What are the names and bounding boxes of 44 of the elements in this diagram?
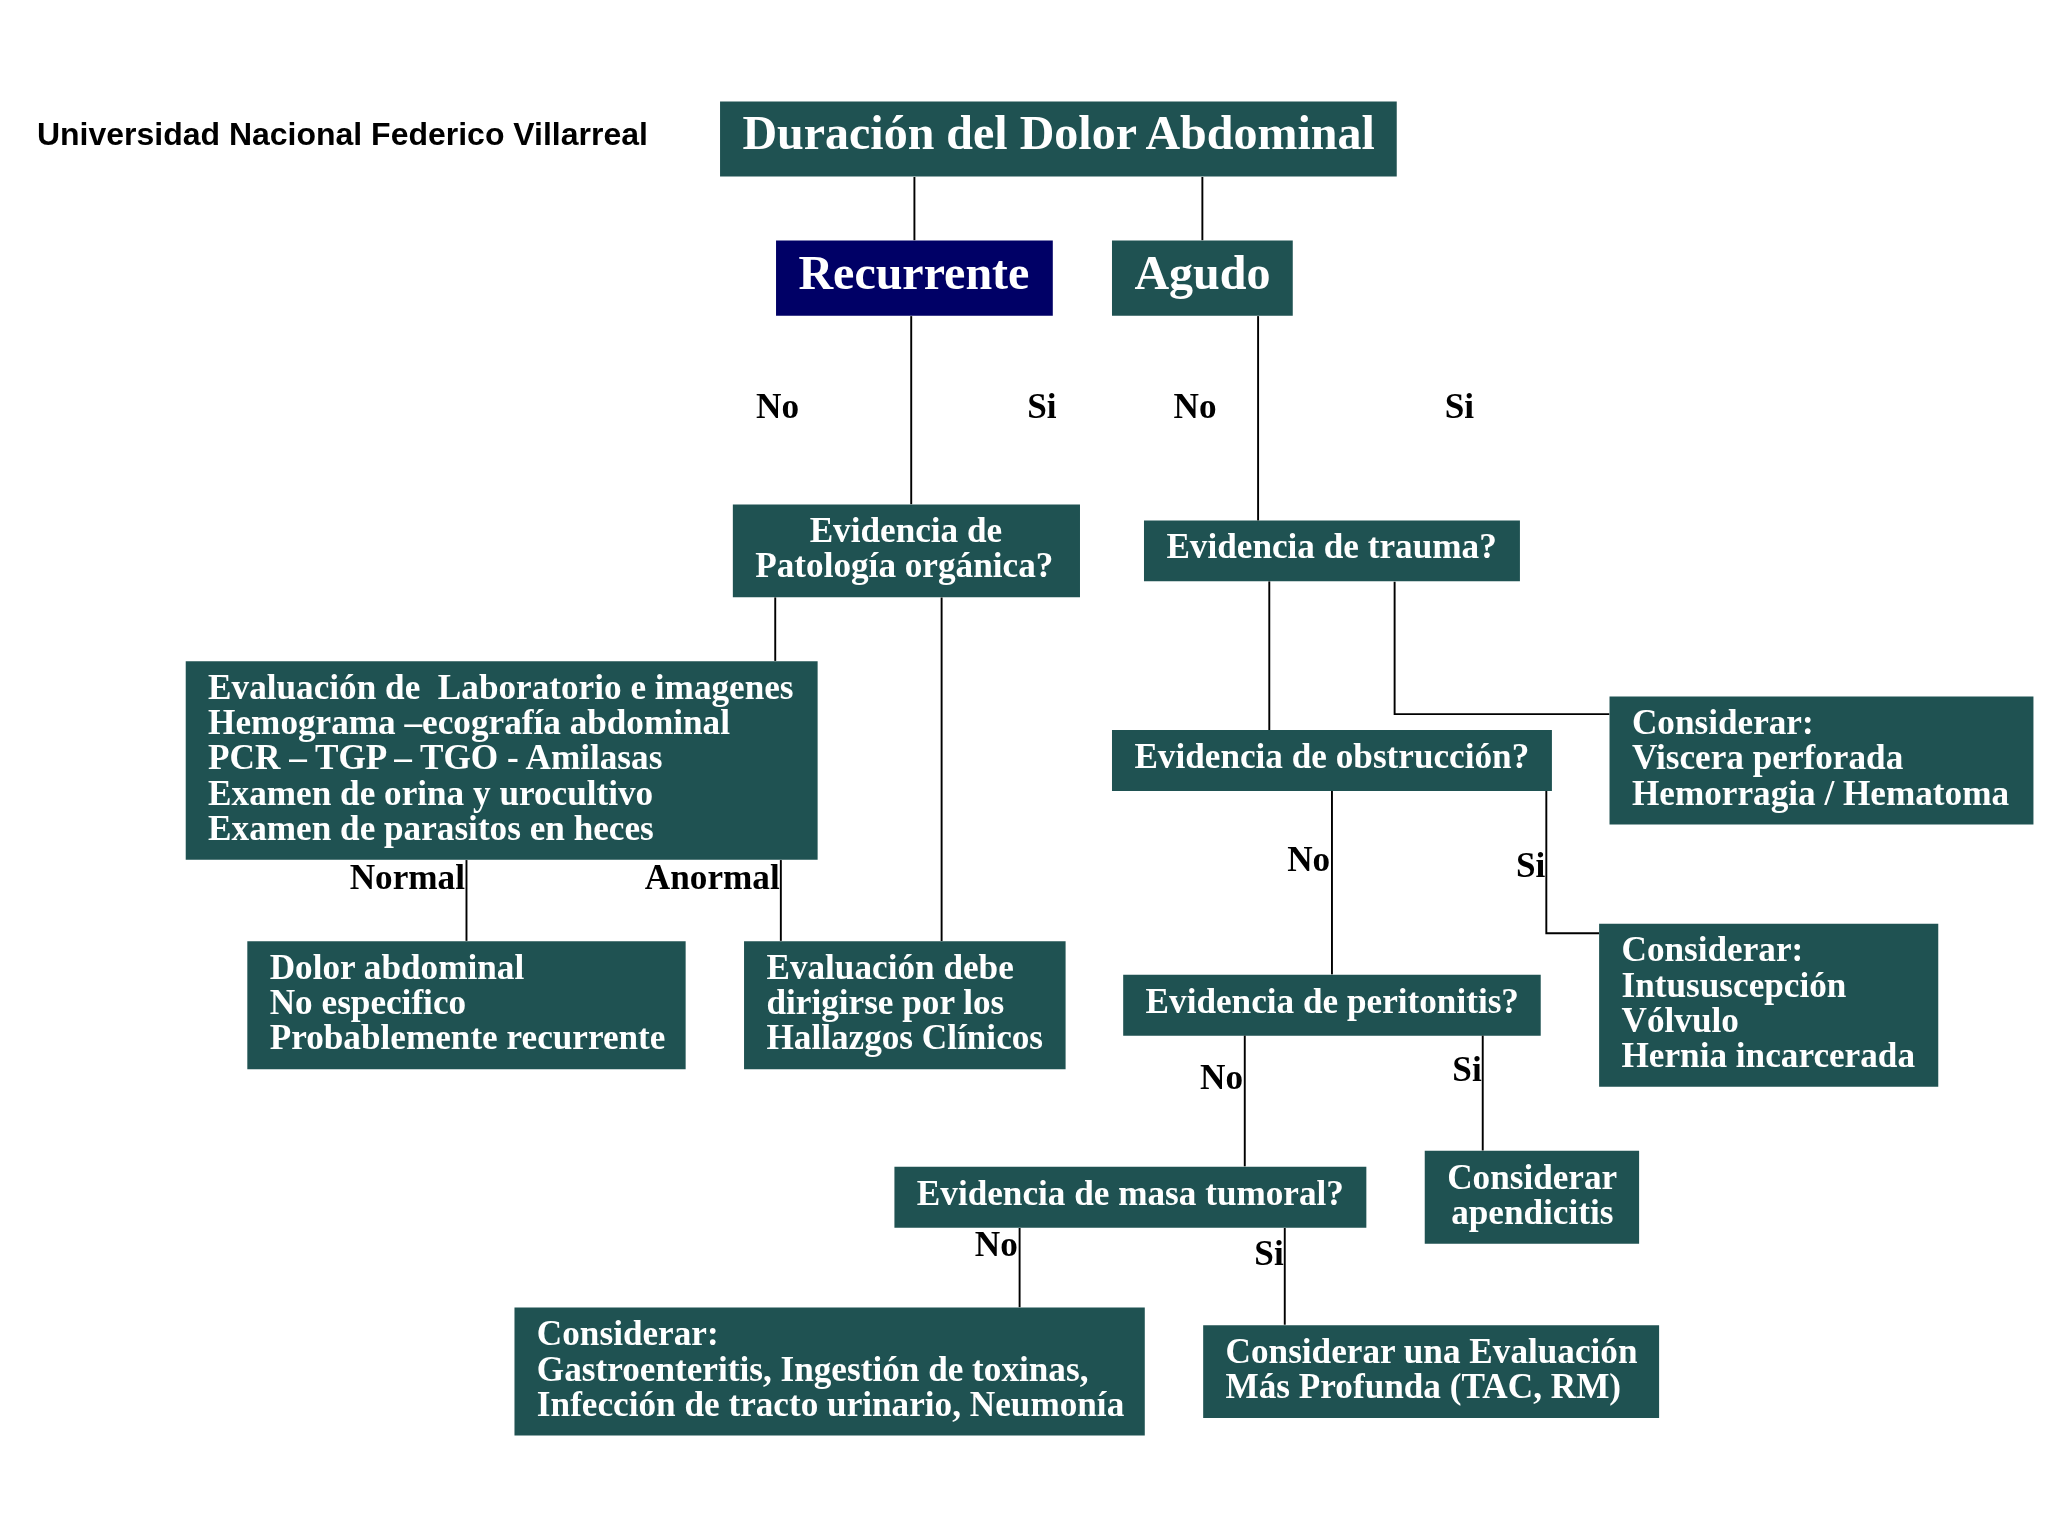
label: No [756,386,800,426]
connector [1243,1034,1246,1167]
label: Si [1444,386,1475,426]
node-box: Evaluación debe dirigirse por los Hallazgos Clínicos [744,940,1066,1069]
node-box: Evidencia de Patología orgánica? [732,504,1080,597]
node-box: Considerar: Intususcepción Vólvulo Hernia incarcerada [1599,923,1939,1087]
connector [465,858,468,942]
edge-label: Si [1254,1233,1284,1273]
node-box: Considerar una Evaluación Más Profunda (TAC, RM) [1203,1324,1660,1418]
connector [1331,789,1333,975]
edge-label: No [1287,839,1331,879]
connector [940,595,943,942]
connector [1268,579,1271,731]
node-box: Considerar: Viscera perforada Hemorragia / Hematoma [1609,696,2034,824]
node-box: Considerar apendicitis [1424,1150,1640,1244]
connector [910,314,913,505]
connector [913,175,916,241]
connector [1201,175,1204,241]
edge-label: Si [1452,1049,1482,1089]
connector [1257,314,1260,521]
connector [1283,1226,1286,1326]
edge-label: No [1199,1057,1243,1097]
edge-label: Si [1515,845,1546,885]
node-box: Evidencia de trauma? [1144,520,1520,581]
connector [1393,580,1611,715]
edge-label: Anormal [644,857,780,897]
node-box: Agudo [1112,240,1293,316]
connector [779,858,782,942]
label: Si [1027,386,1057,426]
node-box: Evidencia de obstrucción? [1112,729,1552,791]
node-box: Dolor abdominal No especifico Probablemente recurrente [247,940,686,1069]
node-box: Duración del Dolor Abdominal [720,100,1397,177]
connector [1018,1226,1021,1308]
connector [774,596,777,662]
connector [1545,789,1600,934]
edge-label: Normal [349,857,466,897]
node-box: Evidencia de masa tumoral? [894,1166,1367,1228]
label: Universidad Nacional Federico Villarreal [36,115,648,152]
node-box: Evidencia de peritonitis? [1123,974,1541,1036]
node-box: Considerar: Gastroenteritis, Ingestión de toxinas, Infección de tracto urinario, Neumonía [514,1307,1145,1436]
connector [1481,1034,1484,1151]
label: No [1173,386,1217,426]
node-box: Recurrente [776,240,1053,316]
node-box: Evaluación de Laboratorio e imagenes Hemograma –ecografía abdominal PCR – TGP – TGO - Amilasas Examen de orina y urocultivo Examen de parasitos en heces [185,660,818,860]
